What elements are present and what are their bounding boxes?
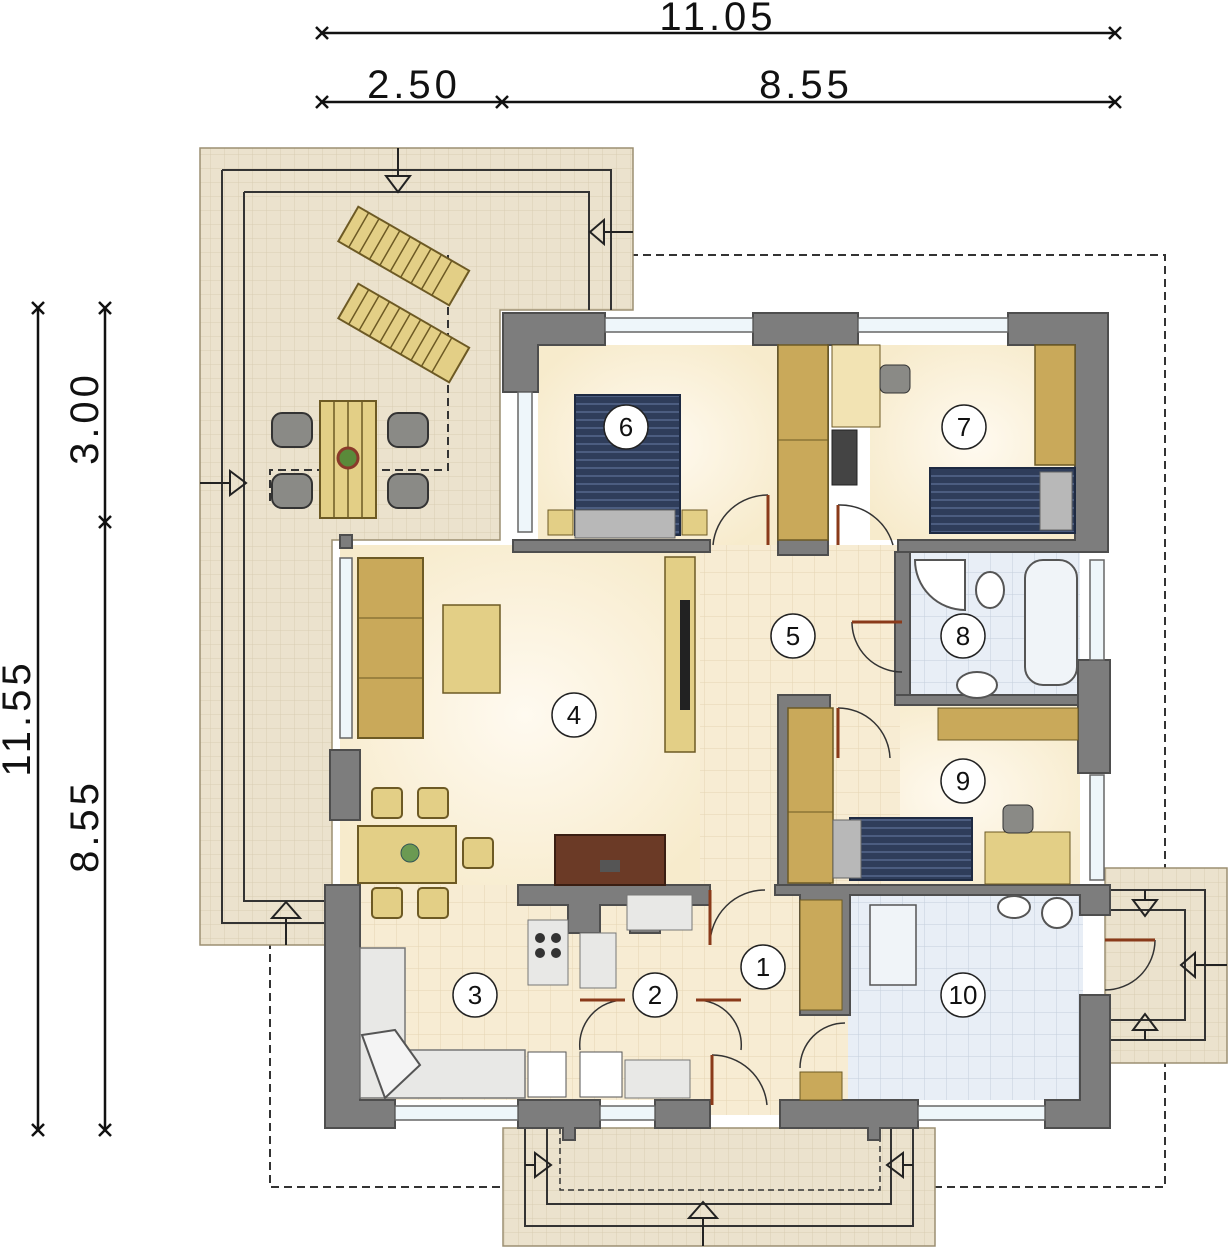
room-label-6: 6 bbox=[619, 412, 633, 442]
door-leaves bbox=[580, 495, 1155, 1105]
room-label-3: 3 bbox=[468, 980, 482, 1010]
room-label-2: 2 bbox=[648, 980, 662, 1010]
living-room-furniture bbox=[357, 556, 696, 886]
dimension-lines bbox=[31, 26, 1122, 1137]
dimension-top-right: 8.55 bbox=[759, 63, 853, 107]
terrace-dining-set bbox=[271, 400, 429, 519]
step-arrow-icons bbox=[200, 148, 1227, 1246]
dining-set bbox=[357, 787, 494, 919]
room-label-4: 4 bbox=[567, 700, 581, 730]
dimension-top-total: 11.05 bbox=[659, 0, 776, 39]
dimension-left-total: 11.55 bbox=[0, 659, 39, 776]
room-labels: 1 2 3 4 5 6 7 8 9 10 bbox=[452, 404, 987, 1018]
bedroom-9-furniture bbox=[787, 707, 1079, 885]
dimension-left-lower: 8.55 bbox=[63, 779, 107, 873]
room-label-1: 1 bbox=[756, 952, 770, 982]
windows bbox=[339, 317, 1105, 1121]
bathroom-10-fixtures bbox=[799, 895, 1073, 1101]
dimension-left-upper: 3.00 bbox=[63, 371, 107, 465]
dimension-top-left: 2.50 bbox=[367, 63, 461, 107]
south-terrace bbox=[502, 1127, 936, 1247]
sun-loungers bbox=[336, 205, 471, 384]
bathroom-8-fixtures bbox=[913, 559, 1078, 699]
kitchen-fixtures bbox=[359, 894, 693, 1100]
bedroom-7-furniture bbox=[831, 344, 1076, 534]
bedroom-6-furniture bbox=[547, 344, 829, 541]
room-label-7: 7 bbox=[957, 412, 971, 442]
room-label-9: 9 bbox=[956, 766, 970, 796]
room-label-8: 8 bbox=[956, 621, 970, 651]
room-label-5: 5 bbox=[786, 621, 800, 651]
room-label-10: 10 bbox=[949, 980, 978, 1010]
roof-outline bbox=[269, 254, 1166, 1188]
